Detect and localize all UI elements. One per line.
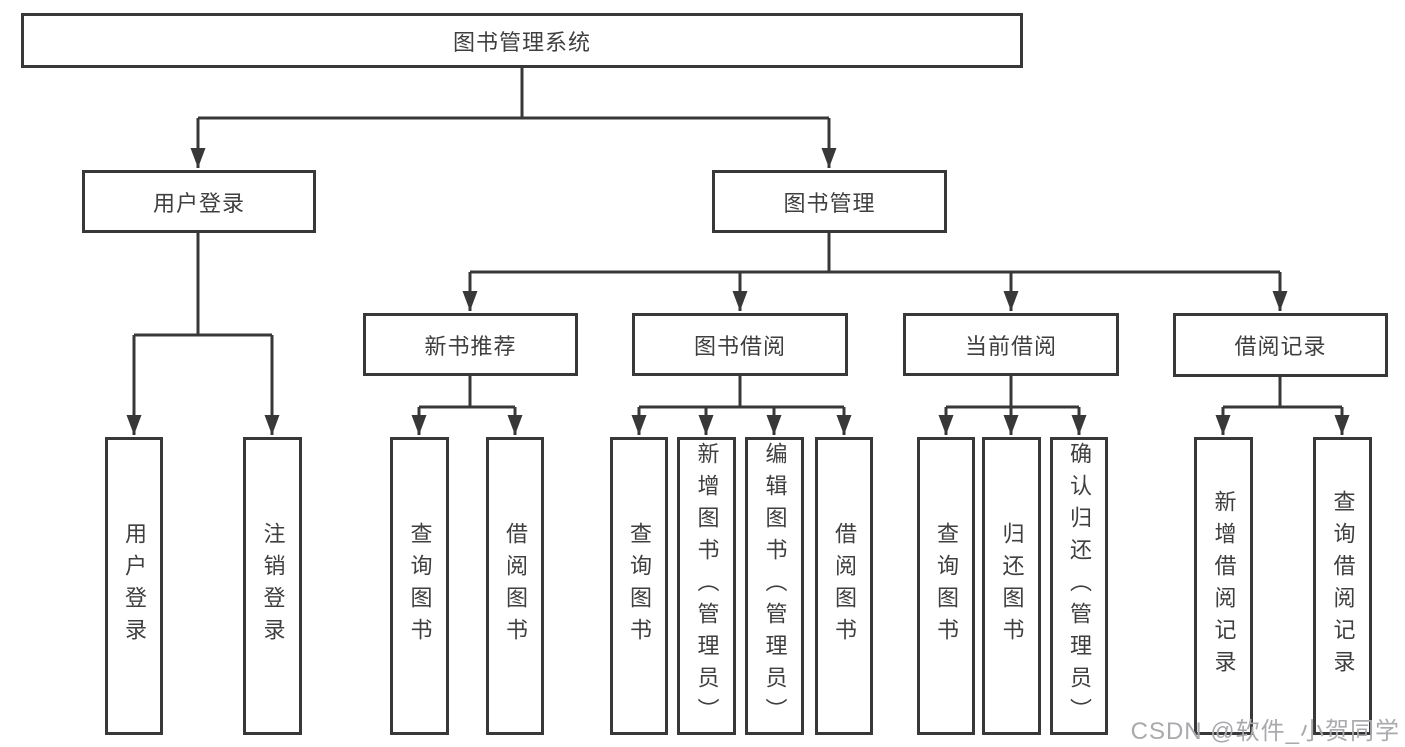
leaf-query-books-recommend: 查询图书 — [390, 437, 449, 735]
leaf-query-borrow-record: 查询借阅记录 — [1313, 437, 1372, 735]
leaf-query-books-current: 查询图书 — [917, 437, 975, 735]
watermark-text: CSDN @软件_小贺同学 — [1130, 718, 1400, 745]
node-book-borrow: 图书借阅 — [632, 313, 848, 376]
node-new-book-recommend: 新书推荐 — [363, 313, 578, 376]
connector-book-borrow-trunk — [639, 376, 844, 409]
leaf-borrow-books-recommend: 借阅图书 — [486, 437, 544, 735]
leaf-return-books: 归还图书 — [982, 437, 1041, 735]
node-book-management: 图书管理 — [712, 170, 947, 233]
connector-book-management-trunk — [470, 233, 1280, 274]
connector-user-login-trunk — [134, 233, 272, 337]
node-borrow-records: 借阅记录 — [1173, 313, 1388, 377]
leaf-borrow-books: 借阅图书 — [815, 437, 873, 735]
leaf-confirm-return-admin: 确认归还（管理员） — [1050, 437, 1108, 735]
leaf-add-borrow-record: 新增借阅记录 — [1194, 437, 1253, 735]
node-user-login: 用户登录 — [82, 170, 316, 233]
connector-new-book-recommend-trunk — [419, 376, 515, 409]
leaf-add-book-admin: 新增图书（管理员） — [677, 437, 736, 735]
connector-root-trunk — [198, 68, 829, 120]
connector-borrow-records-trunk — [1223, 377, 1342, 409]
connector-current-borrow-trunk — [946, 376, 1079, 409]
node-current-borrow: 当前借阅 — [903, 313, 1119, 376]
leaf-logout: 注销登录 — [243, 437, 302, 735]
node-root: 图书管理系统 — [21, 13, 1023, 68]
leaf-user-login: 用户登录 — [105, 437, 163, 735]
leaf-query-books-borrow: 查询图书 — [610, 437, 668, 735]
leaf-edit-book-admin: 编辑图书（管理员） — [745, 437, 804, 735]
